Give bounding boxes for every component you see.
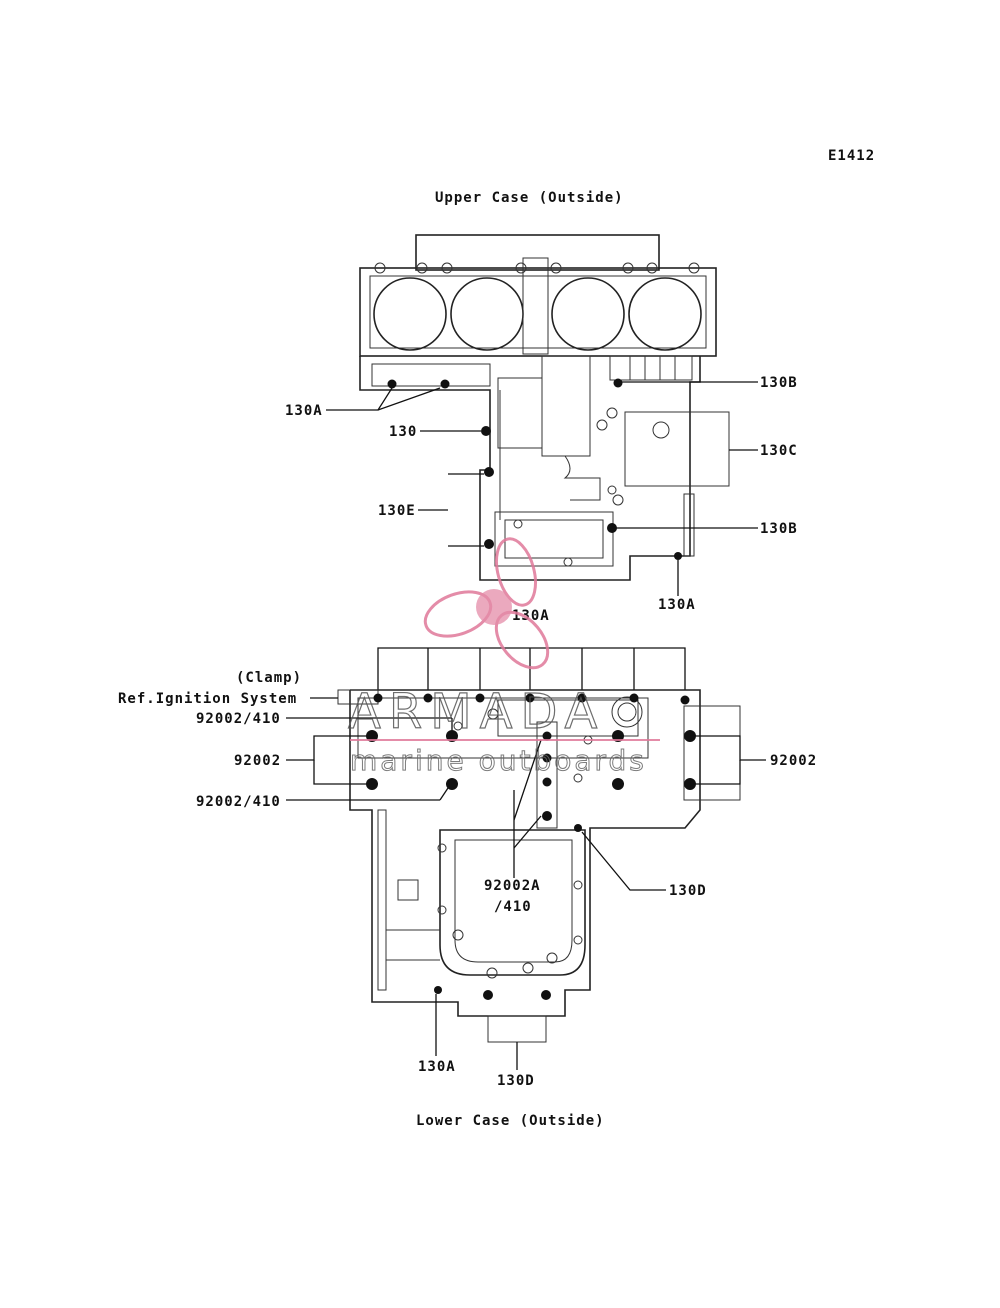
label-130a-right: 130A — [658, 597, 696, 613]
label-410: /410 — [494, 899, 532, 915]
label-92002-left: 92002 — [234, 753, 281, 769]
label-ref-ignition: Ref.Ignition System — [118, 691, 297, 707]
label-130a-bottom: 130A — [418, 1059, 456, 1075]
watermark-logo: ARMADA marine outboards — [347, 537, 660, 778]
label-92002-410-top: 92002/410 — [196, 711, 281, 727]
label-130a-left: 130A — [285, 403, 323, 419]
label-130b-bottom: 130B — [760, 521, 798, 537]
diagram-code: E1412 — [828, 148, 875, 164]
label-130b-top: 130B — [760, 375, 798, 391]
label-130a-center: 130A — [512, 608, 550, 624]
label-130: 130 — [389, 424, 417, 440]
watermark-brand: ARMADA — [348, 684, 605, 740]
propeller-icon — [423, 537, 550, 670]
upper-case-title: Upper Case (Outside) — [435, 190, 624, 206]
upper-case-drawing — [359, 234, 730, 581]
label-92002-right: 92002 — [770, 753, 817, 769]
upper-leader-lines — [326, 381, 758, 596]
label-130e: 130E — [378, 503, 416, 519]
label-92002-410-bottom: 92002/410 — [196, 794, 281, 810]
label-clamp: (Clamp) — [236, 670, 302, 686]
lower-case-drawing — [337, 647, 741, 1043]
label-130d-bottom: 130D — [497, 1073, 535, 1089]
lower-leader-lines — [286, 697, 766, 1070]
watermark-tagline: marine outboards — [350, 744, 647, 777]
label-130c: 130C — [760, 443, 798, 459]
label-130d-right: 130D — [669, 883, 707, 899]
lower-case-title: Lower Case (Outside) — [416, 1113, 605, 1129]
label-92002a: 92002A — [484, 878, 541, 894]
